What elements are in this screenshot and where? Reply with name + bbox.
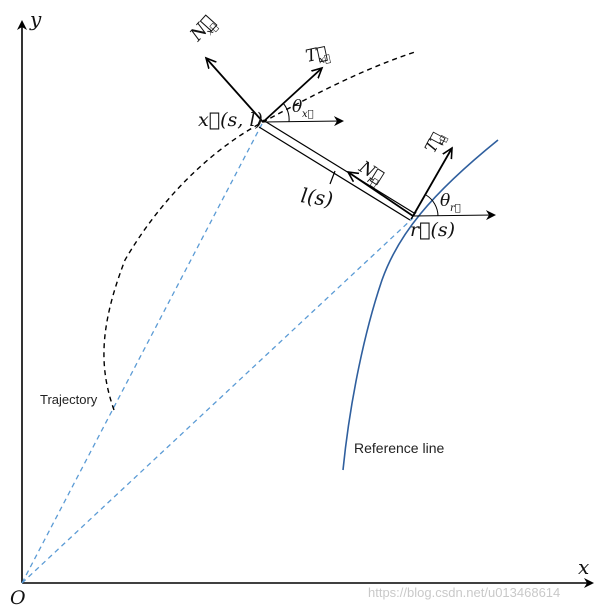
distance-bar-tick bbox=[329, 170, 336, 185]
watermark: https://blog.csdn.net/u013468614 bbox=[368, 585, 560, 600]
svg-text:x⃗: x⃗ bbox=[318, 53, 332, 66]
tangent-vector-x bbox=[262, 68, 322, 123]
normal-vector-r bbox=[348, 172, 414, 217]
svg-text:θ: θ bbox=[292, 97, 302, 117]
trajectory-label: Trajectory bbox=[40, 392, 98, 407]
r-point-label: r⃗(s) bbox=[410, 219, 455, 241]
theta-r-label: θ r⃗ bbox=[440, 191, 461, 214]
T-x-label: T⃗ x⃗ bbox=[304, 43, 332, 67]
svg-text:θ: θ bbox=[440, 191, 450, 211]
normal-vector-x bbox=[206, 58, 264, 123]
y-axis-label: y bbox=[29, 7, 42, 31]
svg-text:T⃗: T⃗ bbox=[304, 43, 329, 67]
reference-line-label: Reference line bbox=[354, 440, 444, 456]
trajectory-curve bbox=[103, 51, 416, 411]
svg-text:r⃗: r⃗ bbox=[437, 134, 450, 147]
svg-text:r⃗: r⃗ bbox=[450, 203, 461, 214]
origin-label: O bbox=[10, 587, 26, 609]
svg-text:x⃗: x⃗ bbox=[302, 109, 314, 120]
projection-to-x bbox=[21, 121, 264, 584]
N-x-label: N⃗ x⃗ bbox=[185, 12, 220, 47]
theta-x-label: θ x⃗ bbox=[292, 97, 314, 120]
T-r-label: T⃗ r⃗ bbox=[421, 129, 450, 156]
svg-text:r⃗: r⃗ bbox=[365, 174, 380, 189]
angle-arc-r bbox=[425, 194, 439, 217]
horizontal-ref-x bbox=[262, 116, 344, 127]
distance-bar-top bbox=[262, 119, 415, 214]
N-r-label: N⃗ r⃗ bbox=[355, 157, 388, 190]
reference-line-curve bbox=[342, 139, 499, 471]
x-point-label: x⃗(s, l) bbox=[198, 109, 263, 131]
horizontal-ref-r bbox=[412, 210, 496, 221]
distance-label: l(s) bbox=[299, 183, 334, 211]
projection-to-r bbox=[21, 217, 414, 584]
x-axis-label: x bbox=[578, 555, 589, 579]
angle-arc-x bbox=[282, 102, 290, 123]
tangent-vector-r bbox=[412, 148, 452, 217]
